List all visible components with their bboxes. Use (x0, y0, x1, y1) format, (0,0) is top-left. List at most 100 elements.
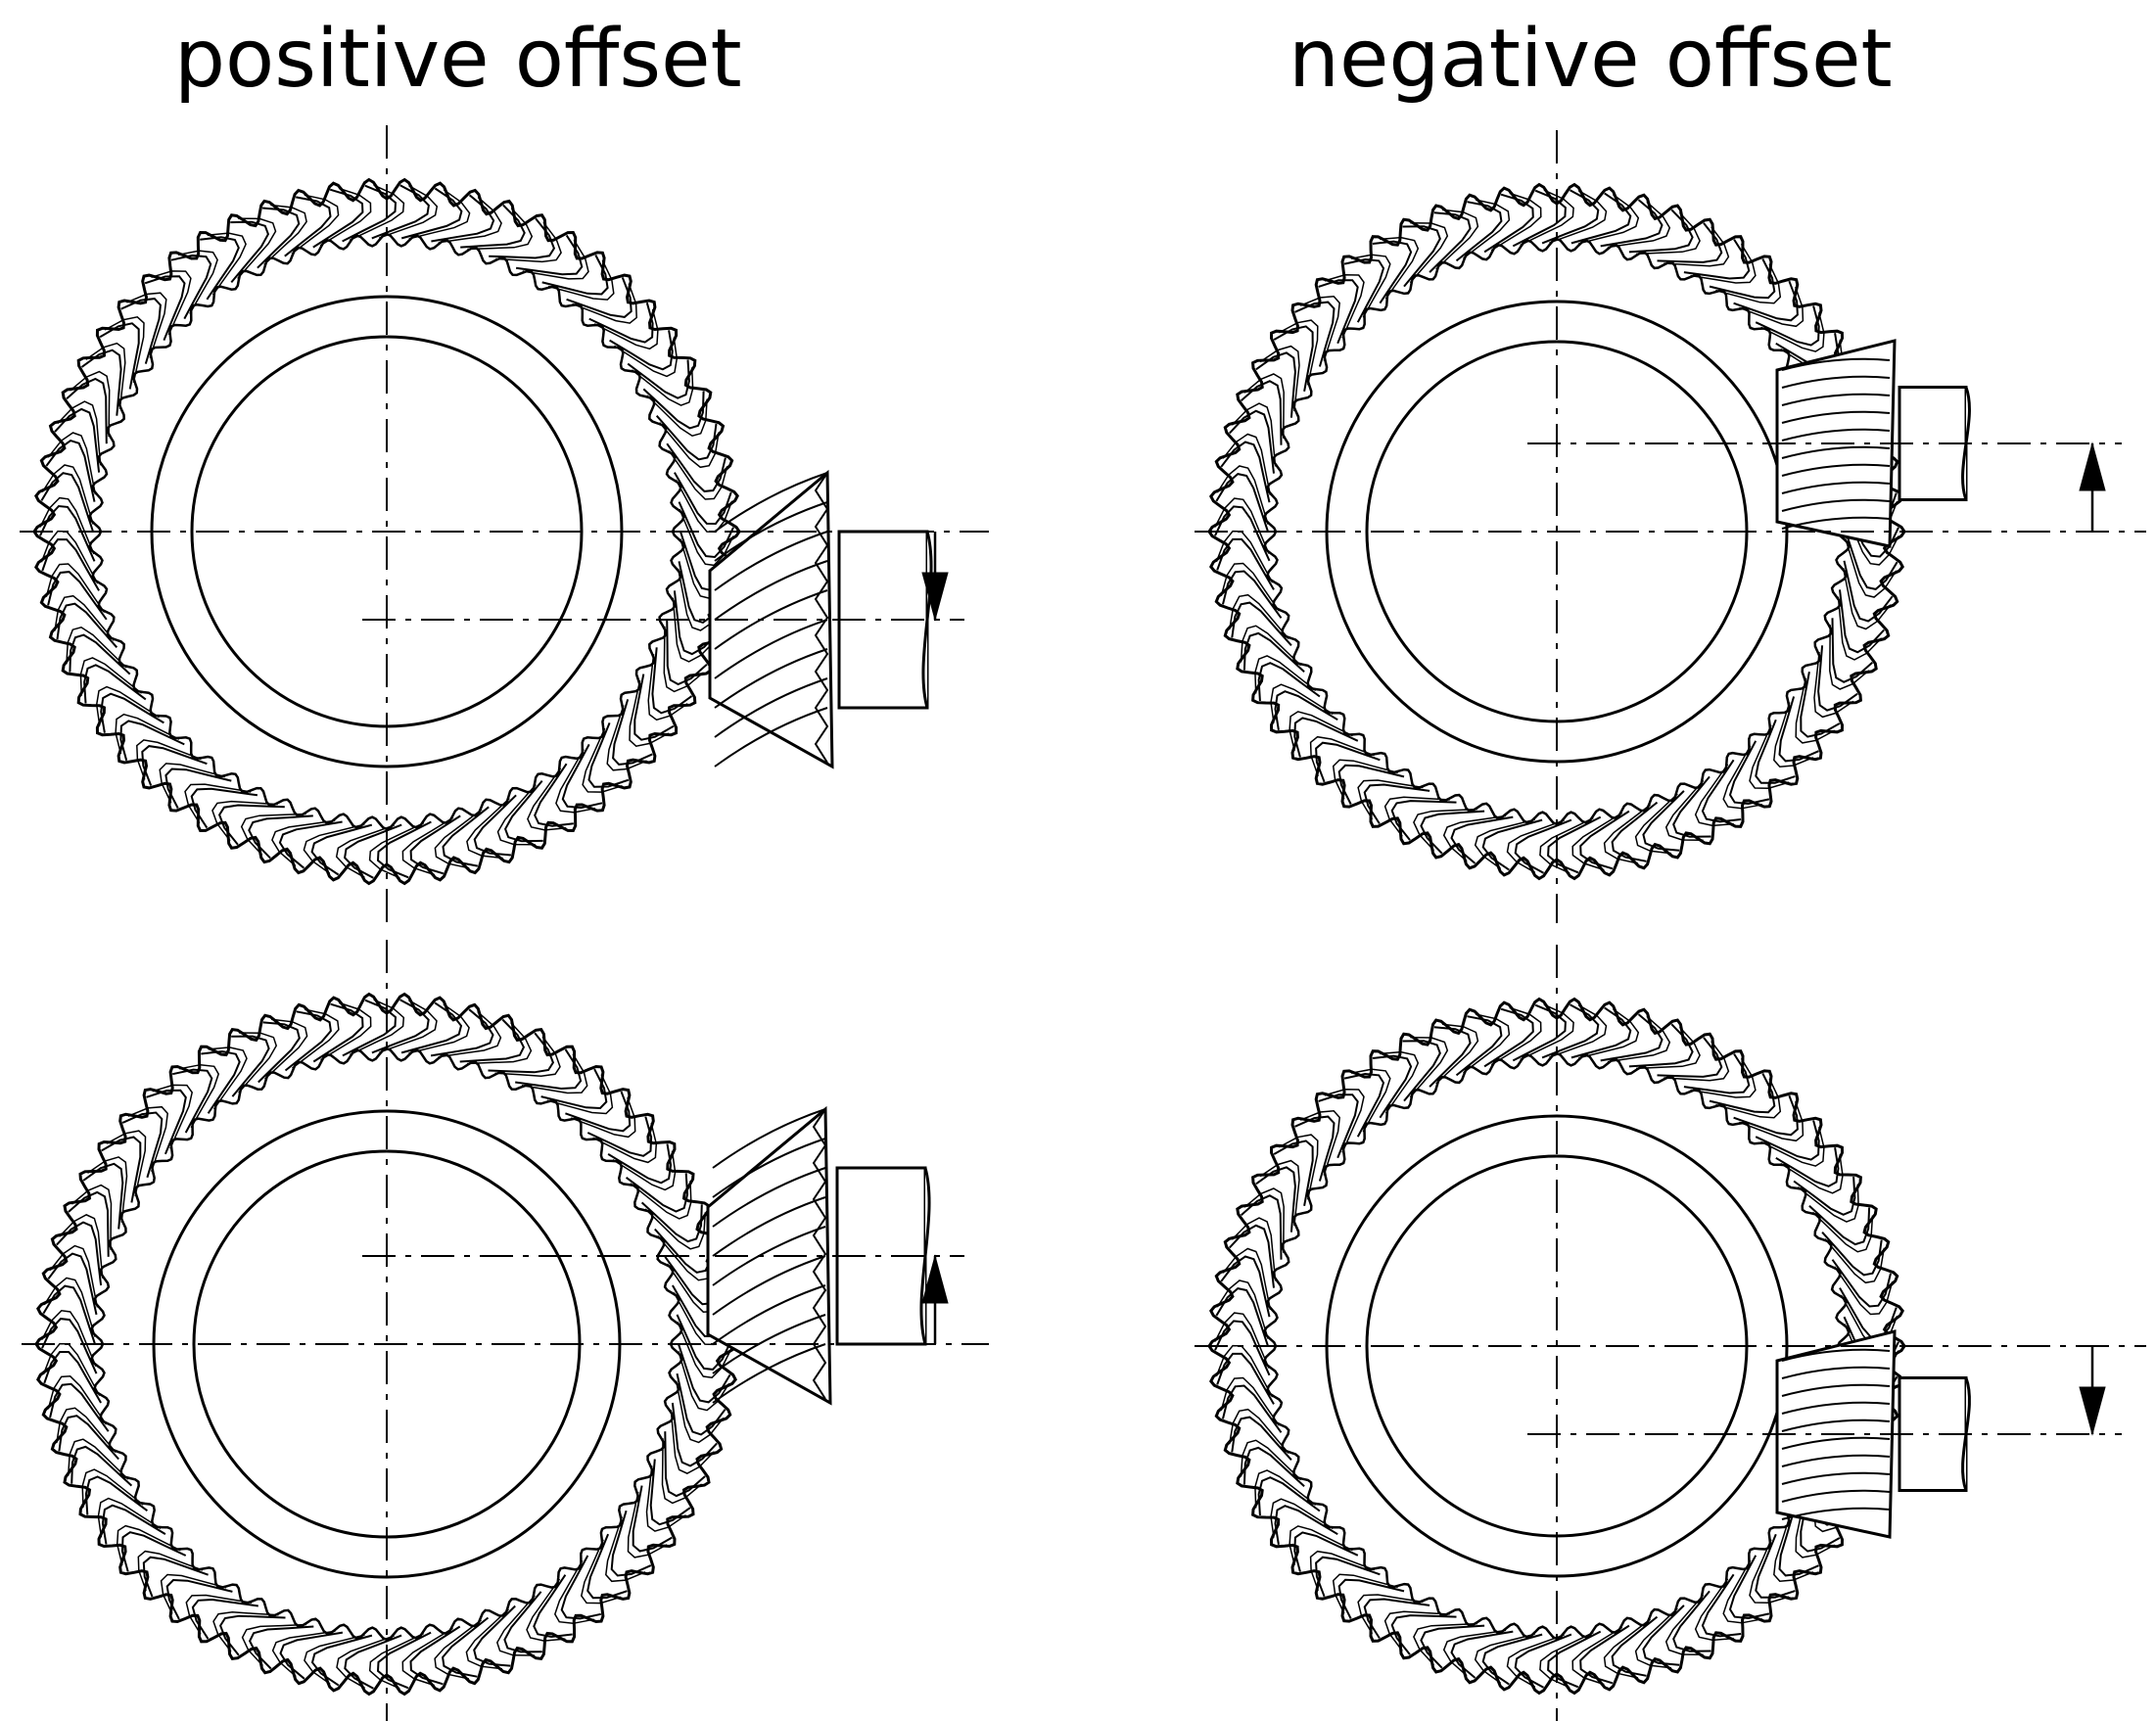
tooth-line (401, 816, 454, 876)
tooth-line (116, 1524, 181, 1565)
tooth-line (632, 1485, 673, 1553)
tooth-line (1778, 1511, 1819, 1577)
tooth-line (534, 763, 574, 827)
tooth-line (80, 349, 122, 416)
tooth-line (344, 823, 402, 879)
pinion-tooth-line (1781, 357, 1891, 371)
tooth-line (1490, 192, 1542, 252)
tooth-line (629, 679, 670, 748)
tooth-line (640, 1201, 703, 1243)
tooth-line (582, 727, 623, 793)
tooth-line (1636, 211, 1701, 256)
tooth-line (1722, 745, 1763, 810)
tooth-line (126, 292, 167, 358)
tooth-line (666, 619, 708, 686)
negative-offset-title: negative offset (1289, 13, 1893, 106)
tooth-line (466, 1021, 533, 1065)
tooth-line (1607, 201, 1671, 249)
tooth-line (1607, 1015, 1671, 1063)
tooth-line (1259, 345, 1300, 411)
tooth-line (58, 1415, 119, 1461)
tooth-line (1664, 226, 1730, 267)
tooth-line (627, 1491, 668, 1558)
tooth-line (47, 432, 97, 495)
tooth-line (59, 1214, 104, 1279)
pinion-tooth-line (714, 619, 828, 679)
tooth-line (179, 1063, 220, 1129)
tooth-line (1309, 735, 1375, 777)
tooth-line (459, 1018, 526, 1063)
tooth-line (1463, 1013, 1511, 1074)
tooth-line (1709, 1073, 1776, 1114)
tooth-line (271, 1630, 336, 1678)
tooth-line (1797, 1184, 1859, 1223)
pinion-tooth-line (712, 1226, 826, 1286)
tooth-line (1259, 1159, 1300, 1226)
tooth-line (85, 342, 126, 409)
tooth-line (45, 563, 106, 614)
tooth-line (1450, 1630, 1514, 1679)
tooth-line (1390, 1614, 1457, 1655)
tooth-line (43, 1351, 102, 1404)
tooth-line (659, 422, 720, 469)
tooth-line (185, 1594, 253, 1635)
tooth-line (151, 270, 192, 336)
tooth-line (1579, 1624, 1630, 1685)
tooth-line (1780, 1154, 1844, 1194)
tooth-line (605, 1516, 646, 1583)
tooth-line (1240, 1439, 1302, 1481)
tooth-line (349, 999, 405, 1056)
tooth-line (1541, 189, 1600, 245)
tooth-line (1215, 1287, 1269, 1347)
tooth-line (593, 308, 659, 350)
tooth-line (489, 217, 556, 259)
tooth-line (1571, 812, 1623, 871)
gear-panel-3 (22, 940, 989, 1721)
tooth-line (1289, 1525, 1353, 1565)
tooth-line (633, 674, 675, 741)
tooth-line (1694, 1578, 1734, 1642)
tooth-line (1242, 631, 1305, 673)
tooth-line (1257, 1476, 1321, 1516)
tooth-line (271, 819, 336, 867)
tooth-line (1773, 702, 1814, 767)
tooth-line (335, 824, 395, 878)
tooth-line (47, 1252, 98, 1316)
gear-panel-4 (1195, 945, 2146, 1721)
tooth-line (1455, 1015, 1503, 1077)
tooth-line (42, 1284, 96, 1345)
tooth-line (67, 1438, 129, 1480)
tooth-line (336, 1635, 395, 1689)
tooth-line (1242, 1446, 1305, 1487)
tooth-line (1506, 819, 1565, 873)
tooth-line (607, 1143, 673, 1185)
tooth-line (312, 188, 364, 249)
tooth-line (218, 1614, 286, 1656)
tooth-line (1299, 1110, 1340, 1176)
tooth-line (1318, 279, 1359, 345)
tooth-line (1795, 677, 1836, 744)
tooth-line (1315, 741, 1381, 783)
tooth-line (442, 1616, 490, 1678)
tooth-line (291, 194, 340, 255)
tooth-line (1435, 1023, 1479, 1085)
tooth-line (1255, 1166, 1296, 1233)
tooth-line (546, 1074, 614, 1115)
tooth-line (1728, 1555, 1770, 1620)
tooth-line (217, 804, 285, 846)
tooth-line (201, 1049, 241, 1114)
tooth-line (66, 626, 127, 669)
tooth-line (1343, 257, 1385, 323)
tooth-line (613, 337, 679, 378)
tooth-line (1549, 190, 1608, 244)
tooth-line (515, 1048, 583, 1091)
tooth-line (81, 1468, 144, 1508)
tooth-line (1318, 1093, 1359, 1159)
tooth-line (1578, 1008, 1640, 1059)
tooth-line (1512, 1003, 1567, 1062)
tooth-line (371, 999, 430, 1054)
tooth-line (1811, 1211, 1874, 1253)
tooth-line (160, 1573, 227, 1614)
tooth-line (1821, 1232, 1883, 1277)
tooth-line (527, 767, 567, 831)
